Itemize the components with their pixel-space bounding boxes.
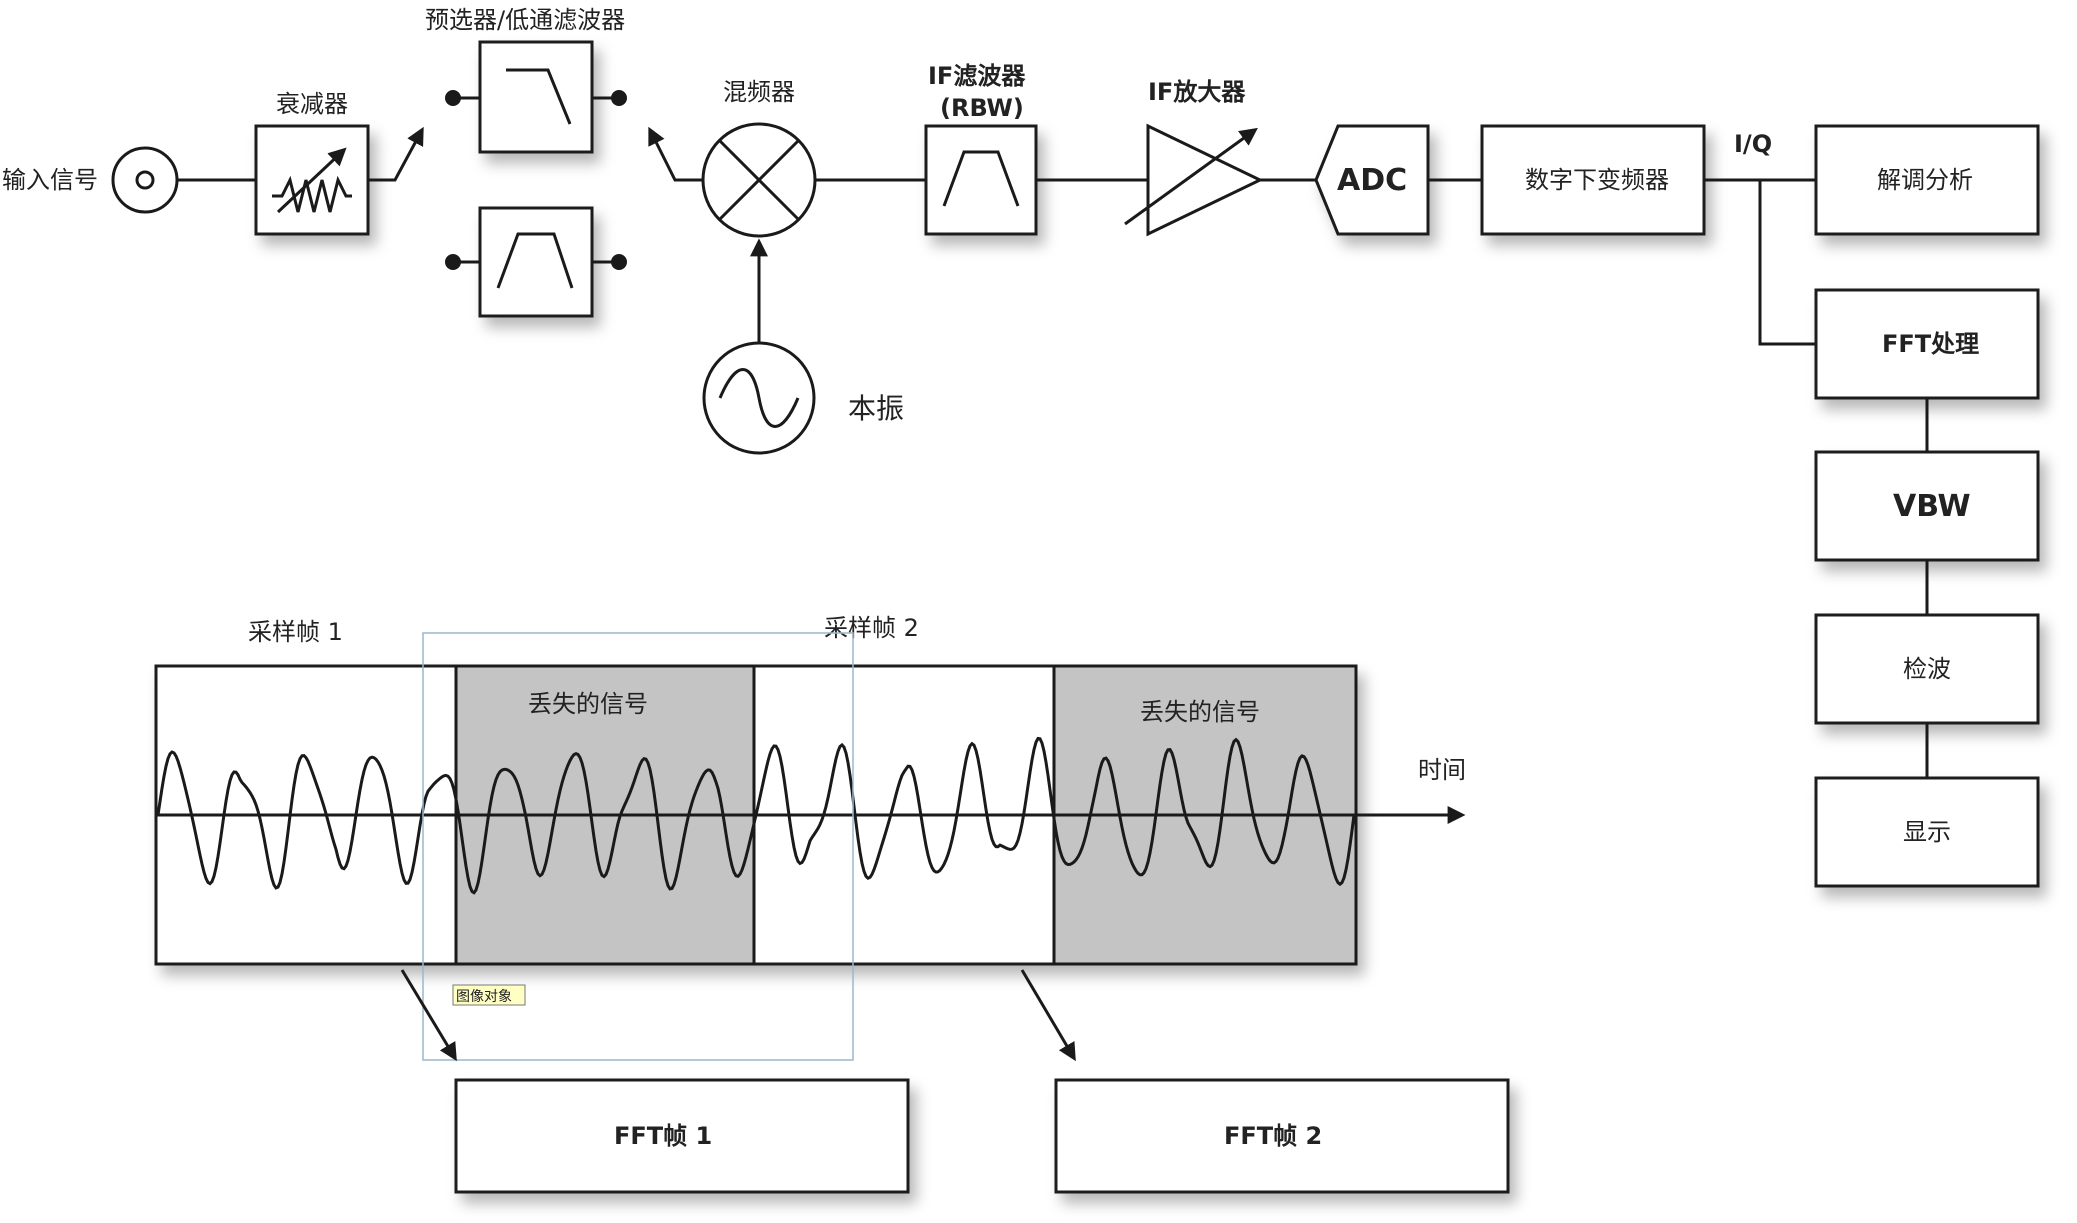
display-block <box>1814 776 2040 888</box>
time-axis-label: 时间 <box>1418 756 1466 784</box>
local-oscillator-label: 本振 <box>848 392 904 425</box>
input-connector <box>111 146 179 214</box>
if-amplifier-label: IF放大器 <box>1148 78 1246 106</box>
lost-signal-1-label: 丢失的信号 <box>528 690 648 718</box>
preselector-label: 预选器/低通滤波器 <box>425 6 625 34</box>
mixer-symbol <box>701 122 817 238</box>
attenuator-label: 衰减器 <box>276 90 348 118</box>
fft-frame-1-label: FFT帧 1 <box>614 1122 712 1150</box>
fft-processing-label: FFT处理 <box>1882 330 1979 358</box>
input-signal-label: 输入信号 <box>2 166 98 194</box>
iq-label: I/Q <box>1734 130 1772 158</box>
vbw-block <box>1814 450 2040 562</box>
detector-label: 检波 <box>1903 655 1951 683</box>
vbw-label: VBW <box>1893 489 1971 524</box>
ddc-label: 数字下变频器 <box>1525 166 1669 194</box>
fft-frame-2-label: FFT帧 2 <box>1224 1122 1322 1150</box>
lowpass-filter-block <box>445 40 627 154</box>
local-oscillator-symbol <box>702 341 816 455</box>
image-object-selection[interactable] <box>422 632 854 1061</box>
sample-frame-1-label: 采样帧 1 <box>248 618 343 646</box>
mixer-label: 混频器 <box>723 78 795 106</box>
fft-frame-2-block <box>1054 1078 1510 1194</box>
demod-block <box>1814 124 2040 236</box>
if-filter-block <box>924 124 1038 236</box>
display-label: 显示 <box>1903 818 1951 846</box>
iq-to-fft-line <box>1758 180 1816 346</box>
preselector-bandpass-block <box>445 206 627 318</box>
mixer-switch-arrow <box>648 126 703 182</box>
detector-block <box>1814 613 2040 725</box>
frame-2-to-fft-arrow <box>1020 969 1076 1062</box>
fft-processing-block <box>1814 288 2040 400</box>
sample-frame-2-label: 采样帧 2 <box>824 614 919 642</box>
image-object-tag-label: 图像对象 <box>456 989 512 1005</box>
demod-label: 解调分析 <box>1877 166 1973 194</box>
signal-waveform <box>156 736 1356 895</box>
lost-signal-2-label: 丢失的信号 <box>1140 698 1260 726</box>
frame-1-to-fft-arrow <box>400 969 457 1062</box>
attenuator-block <box>254 124 370 236</box>
fft-frame-1-block <box>454 1078 910 1194</box>
attenuator-switch-arrow <box>368 126 424 182</box>
if-amplifier-symbol <box>1124 123 1264 237</box>
adc-label: ADC <box>1337 163 1407 198</box>
if-filter-label: IF滤波器 <box>928 62 1026 90</box>
image-object-tag: 图像对象 <box>452 984 526 1006</box>
if-filter-rbw-label: (RBW) <box>940 94 1024 122</box>
